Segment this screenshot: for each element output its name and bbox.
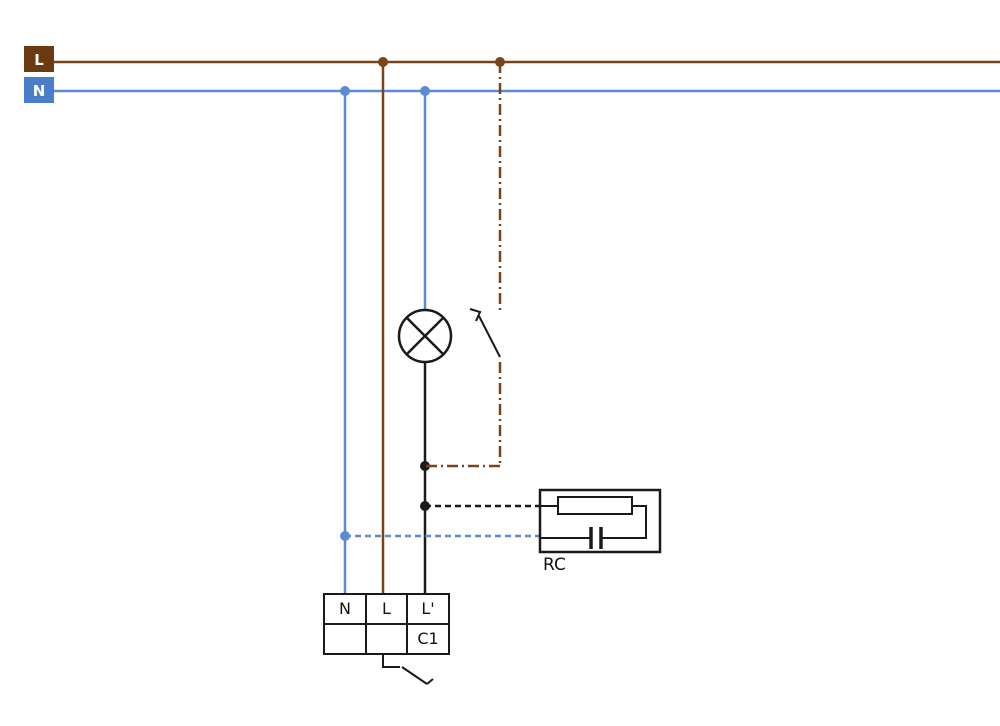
neutral-badge-label: N	[33, 82, 46, 100]
switch-icon	[469, 308, 501, 358]
neutral-badge-box	[24, 77, 54, 103]
neutral-badge: N	[24, 77, 54, 103]
rc-snubber-module: RC	[538, 488, 662, 575]
terminal-label-c1: C1	[417, 629, 438, 648]
internal-switch-icon	[382, 654, 434, 685]
phase-badge-box	[24, 46, 54, 72]
terminal-label-l-prime: L'	[421, 599, 434, 618]
phase-badge-label: L	[34, 51, 44, 69]
lamp-branch	[397, 86, 453, 594]
terminal-label-l: L	[382, 599, 391, 618]
junction-dot	[378, 57, 388, 67]
switch-actuator-hook	[469, 308, 482, 322]
junction-dot	[340, 86, 350, 96]
internal-switch-blade	[401, 666, 428, 685]
rc-label: RC	[543, 555, 566, 575]
phase-drop-wire	[378, 57, 388, 594]
junction-dot	[420, 86, 430, 96]
rc-lead	[601, 505, 647, 539]
phase-badge: L	[24, 46, 54, 72]
terminal-block: N L L' C1	[323, 593, 450, 655]
junction-dot	[420, 461, 430, 471]
switched-phase-branch	[425, 57, 505, 468]
lamp-icon	[397, 308, 453, 364]
internal-switch-tip	[426, 678, 434, 685]
resistor-icon	[557, 496, 633, 515]
internal-switch-lead	[382, 654, 400, 668]
switch-blade	[478, 315, 501, 358]
neutral-drop-wire	[340, 86, 350, 594]
lamp-cross-line	[405, 316, 445, 356]
terminal-label-n: N	[339, 599, 351, 618]
